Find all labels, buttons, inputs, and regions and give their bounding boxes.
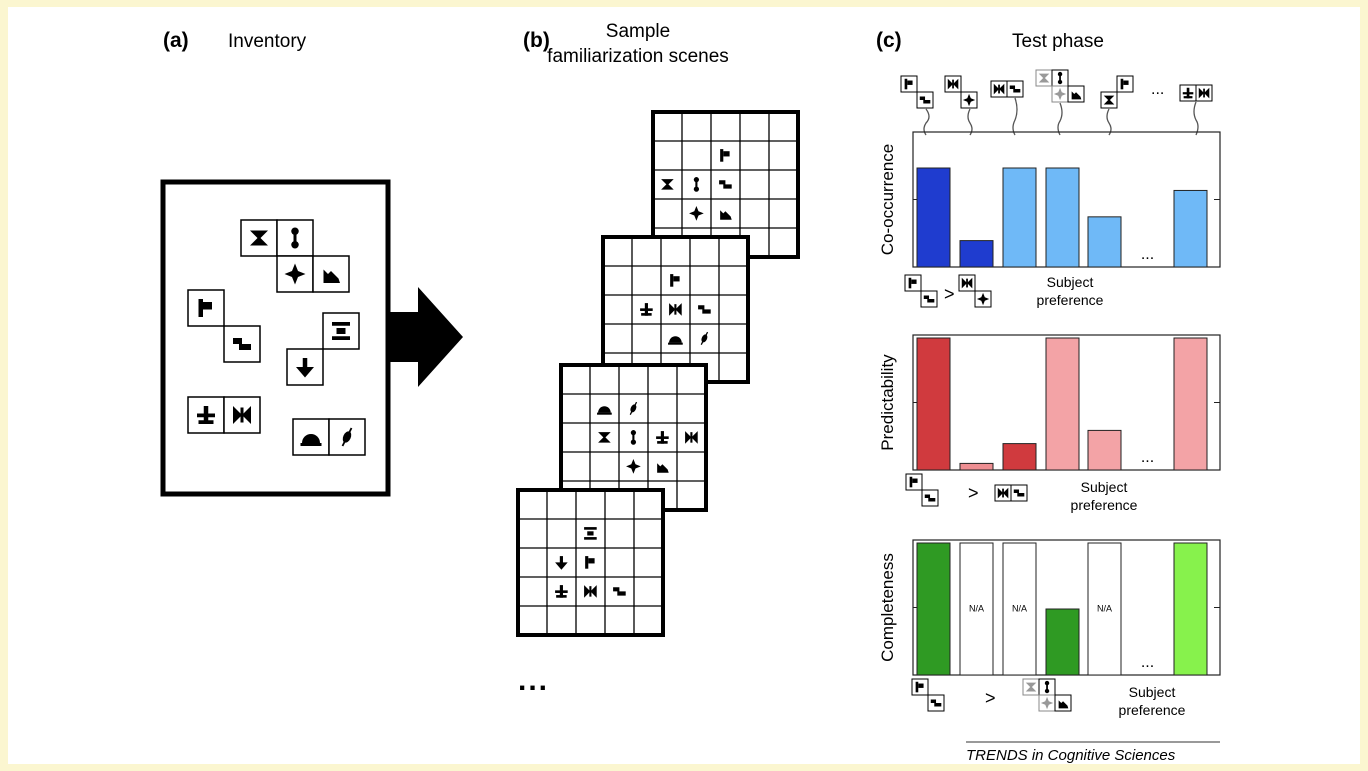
footer-journal: TRENDS in Cognitive Sciences <box>966 747 1176 764</box>
scene-glyph-bowtie <box>669 303 682 316</box>
scene-grid-3 <box>559 363 708 512</box>
test-phase-charts: Co-occurrence...Predictability...Complet… <box>878 131 1221 676</box>
chart-bar <box>1045 167 1080 268</box>
panel-b-letter: (b) <box>523 29 550 52</box>
scenes-ellipsis: ... <box>518 664 549 697</box>
legend-completeness-gt: > <box>985 688 996 708</box>
chart-bar-na <box>1002 542 1037 676</box>
legend-cooccurrence: > Subject preference <box>904 274 1104 308</box>
chart-predictability: Predictability... <box>878 334 1221 471</box>
chart-bar <box>1002 167 1037 268</box>
chart-bar <box>1087 429 1122 471</box>
chart-bar-na <box>1087 542 1122 676</box>
chart-ellipsis: ... <box>1141 654 1154 671</box>
test-items-header: ... <box>900 69 1213 136</box>
chart-bar <box>959 240 994 268</box>
legend-predictability-pref2: preference <box>1071 497 1138 513</box>
inventory-pair-cluster-1 <box>240 219 350 293</box>
figure-canvas: (a) Inventory <box>8 7 1360 764</box>
big-right-arrow <box>386 287 463 387</box>
chart-bar <box>916 337 951 471</box>
chart-bar <box>916 167 951 268</box>
legend-predictability: > Subject preference <box>905 473 1138 513</box>
chart-ylabel: Co-occurrence <box>878 144 897 256</box>
chart-completeness: Completeness N/A N/A N/A... <box>878 539 1221 676</box>
chart-bar <box>916 542 951 676</box>
chart-bar <box>1173 542 1208 676</box>
chart-na-label: N/A <box>1097 604 1112 614</box>
inventory-box <box>160 179 391 497</box>
chart-ylabel: Predictability <box>878 354 897 451</box>
panel-c-title: Test phase <box>1012 31 1104 52</box>
scene-grid-2 <box>601 235 750 384</box>
chart-bar <box>1087 216 1122 268</box>
legend-cooccurrence-pref1: Subject <box>1047 274 1094 290</box>
panel-c-letter: (c) <box>876 29 902 52</box>
chart-bar-na <box>959 542 994 676</box>
chart-bar <box>1173 189 1208 268</box>
chart-ellipsis: ... <box>1141 449 1154 466</box>
inventory-pair-flag-step <box>187 289 261 363</box>
chart-na-label: N/A <box>1012 604 1027 614</box>
chart-bar <box>1173 337 1208 471</box>
legend-cooccurrence-gt: > <box>944 284 955 304</box>
scene-glyph-bowtie <box>685 431 698 444</box>
panel-b-title-line2: familiarization scenes <box>547 46 729 67</box>
chart-bar <box>1045 608 1080 676</box>
legend-cooccurrence-pref2: preference <box>1037 292 1104 308</box>
chart-bar <box>1002 443 1037 471</box>
legend-completeness-pref1: Subject <box>1129 684 1176 700</box>
figure-svg: (a) Inventory <box>160 21 1221 764</box>
inventory-pair-plus-bowtie <box>187 396 261 434</box>
panel-a-letter: (a) <box>163 29 189 52</box>
chart-ylabel: Completeness <box>878 553 897 662</box>
panel-b-title-line1: Sample <box>606 21 670 42</box>
chart-co-occurrence: Co-occurrence... <box>878 131 1221 268</box>
scene-grid-1 <box>651 110 800 259</box>
scene-grid-4 <box>516 488 665 637</box>
panel-a-title: Inventory <box>228 31 307 52</box>
legend-completeness-pref2: preference <box>1119 702 1186 718</box>
legend-completeness: > Subject preference <box>911 678 1186 718</box>
chart-bar <box>1045 337 1080 471</box>
chart-bar <box>959 462 994 471</box>
chart-na-label: N/A <box>969 604 984 614</box>
inventory-pair-hbar-arrow <box>286 312 360 386</box>
chart-ellipsis: ... <box>1141 246 1154 263</box>
familiarization-scenes <box>516 110 800 637</box>
header-ellipsis: ... <box>1151 81 1164 98</box>
legend-predictability-gt: > <box>968 483 979 503</box>
legend-predictability-pref1: Subject <box>1081 479 1128 495</box>
inventory-pair-dome-seed <box>292 418 366 456</box>
